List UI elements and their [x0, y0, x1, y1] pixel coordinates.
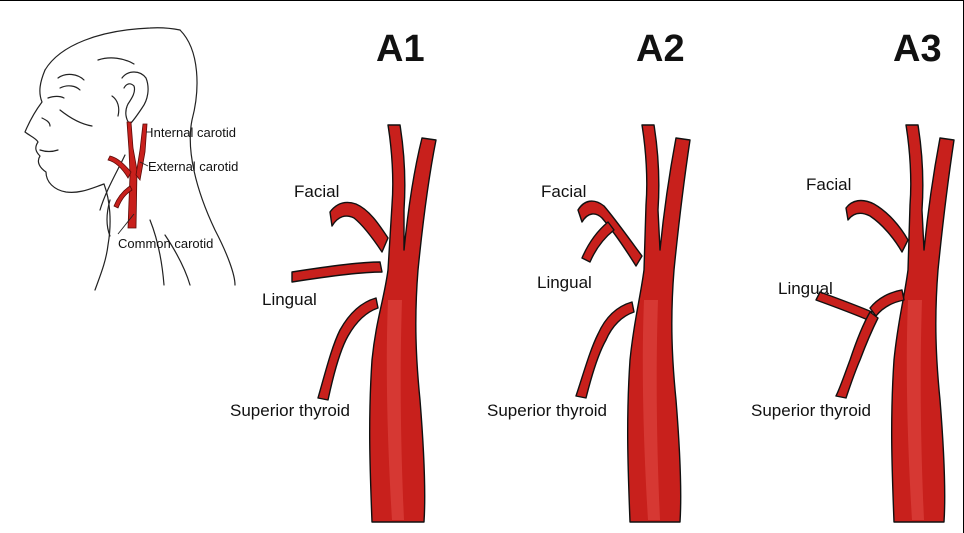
panel-a3-title: A3 — [893, 28, 942, 71]
panel-a3-label-superior-thyroid: Superior thyroid — [751, 401, 871, 421]
panel-a3-label-lingual: Lingual — [778, 279, 833, 299]
panel-a3-label-facial: Facial — [806, 175, 851, 195]
